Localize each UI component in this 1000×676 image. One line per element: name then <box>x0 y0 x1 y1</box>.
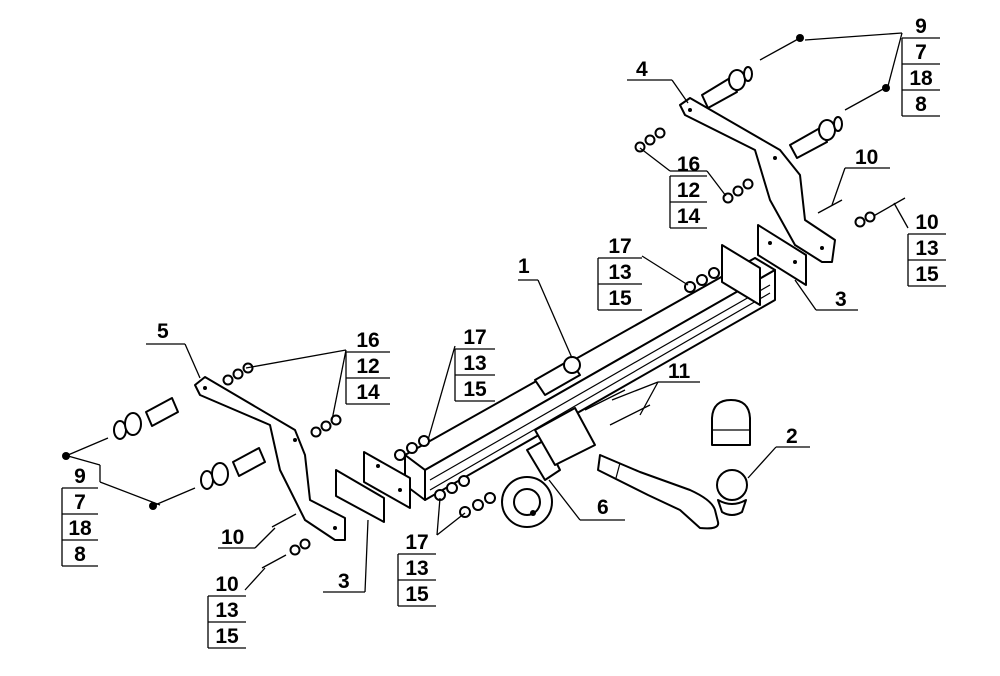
towball-cap <box>711 399 751 446</box>
stack-label: 15 <box>215 625 239 648</box>
stack-label: 9 <box>74 465 86 488</box>
stack-16-12-14-left: 16 12 14 <box>345 329 390 405</box>
callout-3-right: 3 <box>835 288 847 311</box>
stack-9-7-18-8-right: 9 7 18 8 <box>901 15 940 117</box>
stack-label: 15 <box>608 287 632 310</box>
callout-10-right: 10 <box>855 146 878 169</box>
stack-label: 16 <box>677 153 700 176</box>
stack-label: 13 <box>405 557 428 580</box>
callout-1: 1 <box>518 255 530 278</box>
leader-lines <box>67 32 909 593</box>
towball-part-2 <box>597 454 748 530</box>
stack-label: 12 <box>356 355 379 378</box>
nuts-left-plate <box>394 435 496 518</box>
stack-10-13-15-right: 10 13 15 <box>907 211 946 287</box>
nuts-left-bracket <box>222 362 342 438</box>
stack-label: 10 <box>215 573 238 596</box>
stack-17-13-15-right: 17 13 15 <box>597 235 642 311</box>
stack-9-7-18-8-left: 9 7 18 8 <box>61 465 98 567</box>
socket-bracket-part-6 <box>501 439 561 528</box>
callout-5: 5 <box>157 320 169 343</box>
stack-label: 16 <box>356 329 379 352</box>
bolt-lower-left-a <box>62 397 179 460</box>
stack-label: 12 <box>677 179 700 202</box>
bolts-lower-left-plate <box>261 513 311 569</box>
bolts-right-side <box>817 197 906 228</box>
stack-label: 15 <box>915 263 939 286</box>
bracket-left-part-5 <box>194 376 346 541</box>
crossbar-part-1 <box>404 257 776 501</box>
end-plate-right <box>721 224 807 306</box>
stack-label: 18 <box>68 517 92 540</box>
callout-3-left: 3 <box>338 570 350 593</box>
stack-label: 18 <box>909 67 933 90</box>
stack-label: 17 <box>463 326 486 349</box>
stack-10-13-15-left: 10 13 15 <box>207 573 246 649</box>
stack-label: 17 <box>608 235 631 258</box>
stack-label: 13 <box>463 352 486 375</box>
stack-label: 15 <box>405 583 429 606</box>
bolt-lower-left-b <box>149 447 266 510</box>
bracket-right-part-4 <box>679 97 836 263</box>
callout-2: 2 <box>786 425 798 448</box>
callout-11: 11 <box>668 360 691 383</box>
stack-label: 10 <box>915 211 938 234</box>
end-plate-left <box>335 451 411 523</box>
stack-label: 9 <box>915 15 927 38</box>
stack-label: 8 <box>74 543 86 566</box>
stack-label: 8 <box>915 93 927 116</box>
callout-10-left: 10 <box>221 526 244 549</box>
stack-label: 13 <box>915 237 938 260</box>
stack-label: 13 <box>215 599 238 622</box>
stack-label: 7 <box>74 491 86 514</box>
stack-label: 14 <box>356 381 380 404</box>
stack-label: 14 <box>677 205 701 228</box>
stack-17-13-15-middle: 17 13 15 <box>454 326 495 402</box>
stack-label: 15 <box>463 378 487 401</box>
stack-label: 17 <box>405 531 428 554</box>
stack-17-13-15-bottom: 17 13 15 <box>397 531 436 607</box>
stack-label: 7 <box>915 41 927 64</box>
bolt-upper-right-a <box>701 34 804 109</box>
stack-label: 13 <box>608 261 631 284</box>
stack-16-12-14-right: 16 12 14 <box>669 153 707 229</box>
callout-6: 6 <box>597 496 609 519</box>
callout-4: 4 <box>636 58 648 81</box>
tow-mount-bracket <box>534 356 596 466</box>
